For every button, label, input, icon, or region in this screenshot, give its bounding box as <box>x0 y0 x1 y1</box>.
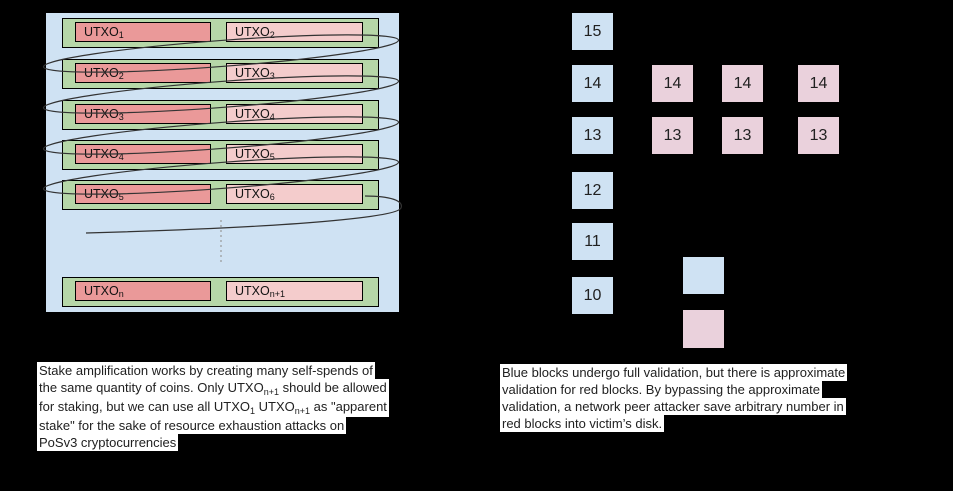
utxo-label-base: UTXO <box>235 147 270 161</box>
chain-block: 13 <box>572 117 613 154</box>
utxo-label-sub: 4 <box>118 152 124 162</box>
caption-line: Blue blocks undergo full validation, but… <box>500 364 848 381</box>
utxo-label-base: UTXO <box>235 107 270 121</box>
chain-block: 10 <box>572 277 613 314</box>
utxo-label-base: UTXO <box>235 25 270 39</box>
utxo-label-sub: 6 <box>269 192 275 202</box>
caption-line: red blocks into victim’s disk. <box>500 415 665 432</box>
utxo-label-base: UTXO <box>235 187 270 201</box>
utxo-label-base: UTXO <box>84 147 119 161</box>
caption-line: validation for red blocks. By bypassing … <box>500 381 822 398</box>
legend-approximate-validation-swatch <box>683 310 724 348</box>
attack-block: 13 <box>722 117 763 154</box>
utxo-label-base: UTXO <box>84 25 119 39</box>
utxo-label-sub: 3 <box>269 71 275 81</box>
utxo-label-sub: 4 <box>269 112 275 122</box>
chain-block: 12 <box>572 172 613 209</box>
attack-block: 13 <box>798 117 839 154</box>
utxo-label-base: UTXO <box>84 66 119 80</box>
attack-block: 14 <box>798 65 839 102</box>
utxo-label-sub: 2 <box>118 71 124 81</box>
utxo-label-base: UTXO <box>84 107 119 121</box>
caption-line: for staking, but we can use all UTXO1 UT… <box>37 398 389 417</box>
utxo-label-base: UTXO <box>235 66 270 80</box>
caption-line: validation, a network peer attacker save… <box>500 398 846 415</box>
utxo-label-sub: n+1 <box>269 289 286 299</box>
caption-line: stake" for the sake of resource exhausti… <box>37 417 347 434</box>
utxo-label-sub: n <box>118 289 124 299</box>
chain-block: 14 <box>572 65 613 102</box>
caption-line: Stake amplification works by creating ma… <box>37 362 375 379</box>
utxo-label-sub: 2 <box>269 30 275 40</box>
utxo-label-sub: 3 <box>118 112 124 122</box>
chain-block: 11 <box>572 223 613 260</box>
attack-block: 14 <box>722 65 763 102</box>
left-caption: Stake amplification works by creating ma… <box>37 362 389 451</box>
utxo-label-base: UTXO <box>235 284 270 298</box>
right-caption: Blue blocks undergo full validation, but… <box>500 364 848 432</box>
caption-line: the same quantity of coins. Only UTXOn+1… <box>37 379 389 398</box>
utxo-label-base: UTXO <box>84 284 119 298</box>
chain-block: 15 <box>572 13 613 50</box>
utxo-label-sub: 5 <box>118 192 124 202</box>
attack-block: 14 <box>652 65 693 102</box>
attack-block: 13 <box>652 117 693 154</box>
utxo-label-sub: 1 <box>118 30 124 40</box>
legend-full-validation-swatch <box>683 257 724 294</box>
caption-line: PoSv3 cryptocurrencies <box>37 434 179 451</box>
utxo-label-sub: 5 <box>269 152 275 162</box>
utxo-label-base: UTXO <box>84 187 119 201</box>
